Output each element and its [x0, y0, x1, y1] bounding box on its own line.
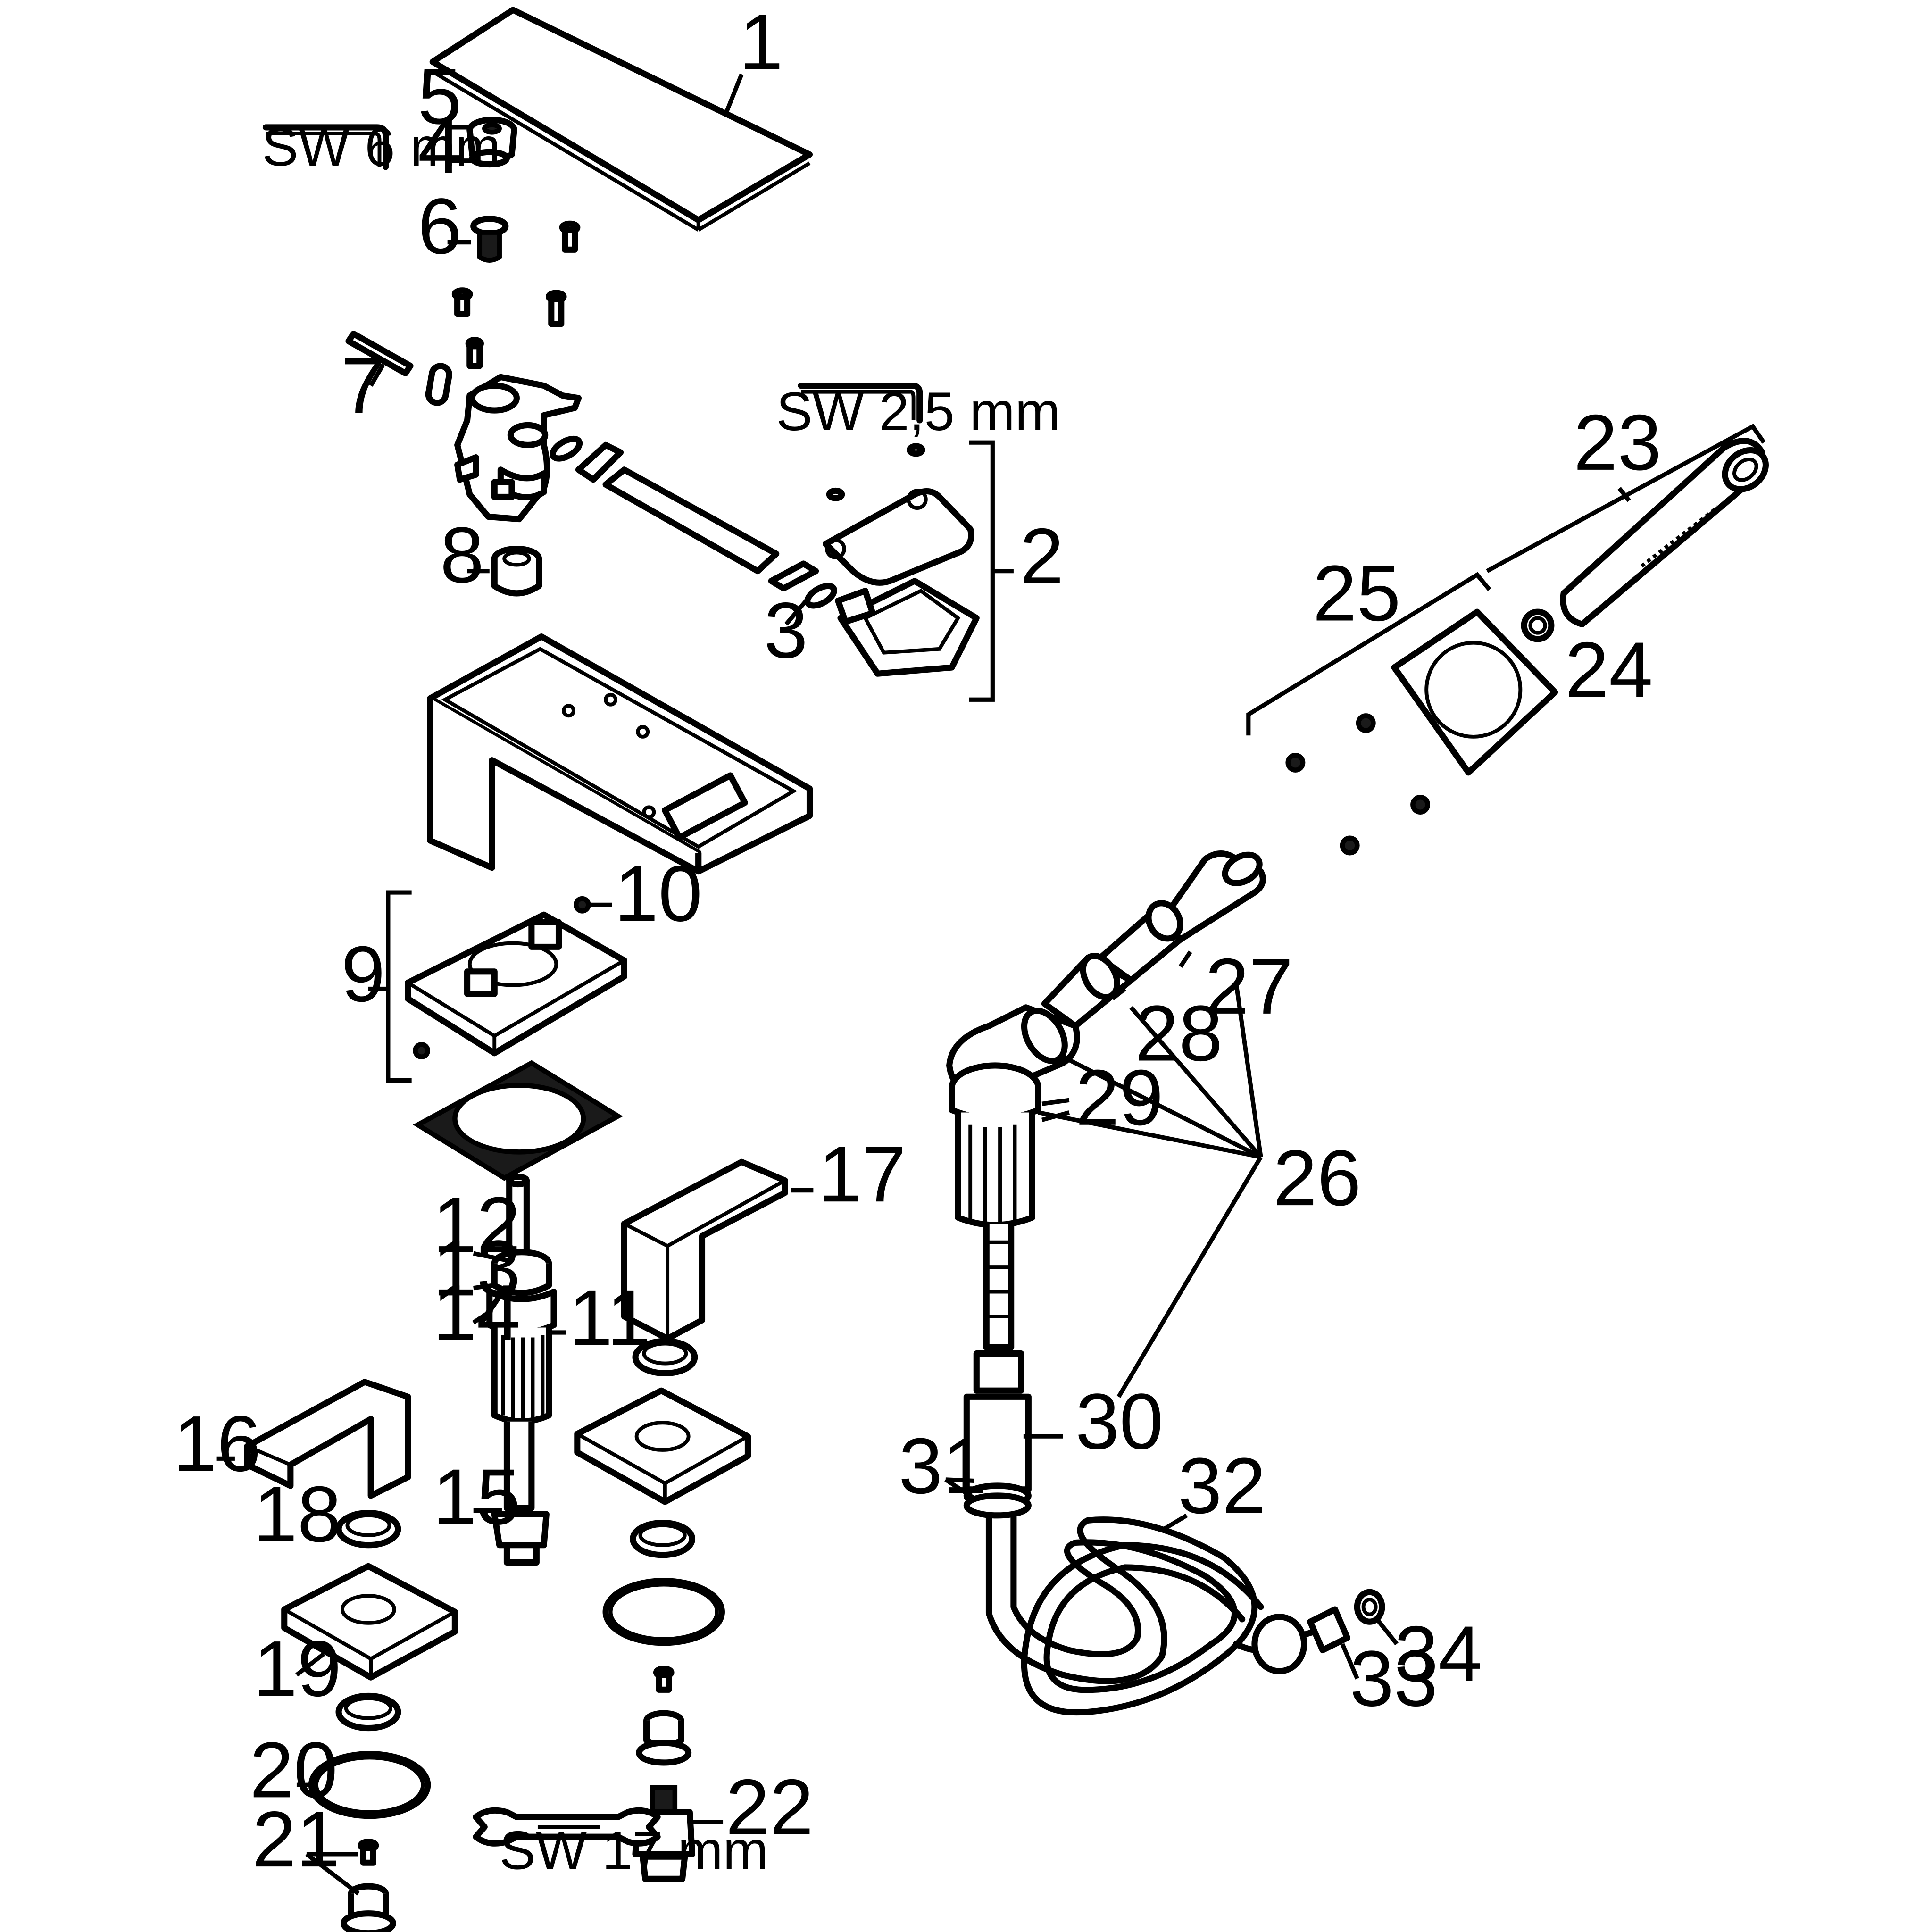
callout-29: 29: [1075, 1053, 1164, 1142]
bracket-part-23-25: [1246, 424, 1766, 736]
callout-26: 26: [1273, 1133, 1361, 1222]
callout-33: 33: [1350, 1634, 1438, 1723]
part-34-nut: [1354, 1589, 1385, 1625]
callout-1: 1: [739, 0, 783, 86]
part-11-15-spindle: [486, 1174, 557, 1566]
callout-18: 18: [253, 1470, 341, 1558]
part-3-clip: [768, 560, 837, 609]
part-10-grub-screw: [413, 896, 591, 1059]
callout-15: 15: [433, 1452, 521, 1541]
bracket-part-9: [386, 890, 412, 1083]
wrench-17mm-icon: [473, 1807, 661, 1847]
part-5-4-aerator: [466, 117, 517, 168]
callout-21: 21: [252, 1795, 341, 1883]
leader-lines: [216, 73, 1631, 1896]
valve-screw-right: [653, 1666, 675, 1693]
callout-7: 7: [341, 341, 385, 430]
callout-31: 31: [899, 1422, 987, 1510]
base-gasket: [413, 1060, 623, 1181]
flow-channel: [602, 466, 780, 575]
bracket-part-2: [969, 440, 995, 702]
spout-housing: [427, 633, 813, 875]
part-2-mounting-plate: [823, 488, 974, 586]
callout-10: 10: [614, 849, 702, 938]
part-25-wall-plate: [1391, 608, 1558, 776]
callout-5: 5: [418, 52, 462, 141]
callout-14: 14: [433, 1268, 521, 1357]
part-21-screw-and-cap: [340, 1839, 396, 1932]
callout-27: 27: [1205, 942, 1293, 1031]
part-17-handle: [621, 1158, 788, 1342]
part-8-insert: [491, 545, 542, 597]
callout-20: 20: [250, 1725, 338, 1814]
callout-22: 22: [725, 1763, 814, 1851]
callout-32: 32: [1178, 1441, 1266, 1530]
part-7-pin: [345, 331, 414, 376]
ring-under-17: [632, 1338, 698, 1377]
callout-8: 8: [440, 510, 484, 599]
tool-label-sw17: SW 17 mm: [500, 1820, 768, 1881]
tool-label-sw6: SW 6 mm: [262, 117, 501, 177]
part-23-hand-shower: [1560, 438, 1769, 627]
part-2-valve-block: [835, 578, 980, 677]
part-16-handle: [244, 1379, 411, 1499]
tool-labels: SW 6 mm SW 2,5 mm SW 17 mm: [262, 117, 1060, 1881]
callout-11: 11: [568, 1273, 650, 1362]
callout-19: 19: [253, 1624, 341, 1713]
connector-clip: [575, 441, 624, 483]
callout-16: 16: [173, 1399, 261, 1488]
hex-key-2-5mm-icon: [798, 383, 923, 424]
callout-3: 3: [764, 586, 808, 675]
rosette-plate-right: [574, 1387, 751, 1505]
tool-label-sw2-5: SW 2,5 mm: [776, 382, 1060, 442]
part-9-base-plate: [405, 911, 627, 1057]
part-6-screw: [470, 216, 509, 263]
part-26-pull-out-connector: [946, 850, 1266, 1228]
part-19-rosette: [281, 1563, 458, 1681]
ring-below-19: [335, 1692, 401, 1732]
valve-cap-right: [636, 1710, 692, 1766]
rings-right-column: [602, 1520, 725, 1646]
callout-6: 6: [418, 182, 462, 270]
callout-24: 24: [1565, 625, 1653, 714]
part-24-ring: [1521, 608, 1555, 642]
part-30-31-hose-weight: [963, 1224, 1032, 1519]
callout-17: 17: [818, 1130, 907, 1218]
hex-key-6mm-icon: [262, 124, 389, 170]
callout-13: 13: [433, 1224, 521, 1312]
callout-28: 28: [1135, 989, 1223, 1077]
callout-30: 30: [1075, 1377, 1164, 1466]
retaining-clip: [425, 363, 452, 406]
small-screws-part-2: [826, 443, 925, 501]
callout-12: 12: [433, 1181, 521, 1269]
callout-2: 2: [1020, 512, 1064, 600]
callout-9: 9: [341, 930, 385, 1018]
part-32-shower-hose: [985, 1512, 1351, 1716]
part-1-cover-plate: [429, 7, 813, 232]
callout-labels: 1 5 4 6 7 8 3 2 10 9 12 13 14 11 15 16 1…: [173, 0, 1662, 1883]
wall-plate-nuts: [1285, 713, 1431, 856]
callout-4: 4: [418, 101, 462, 190]
part-18-ring: [335, 1510, 401, 1549]
callout-25: 25: [1313, 549, 1401, 638]
o-ring-seal: [550, 435, 583, 462]
callout-23: 23: [1574, 398, 1662, 487]
callout-34: 34: [1394, 1609, 1482, 1698]
diverter-body: [454, 374, 582, 523]
small-screws: [451, 220, 581, 369]
